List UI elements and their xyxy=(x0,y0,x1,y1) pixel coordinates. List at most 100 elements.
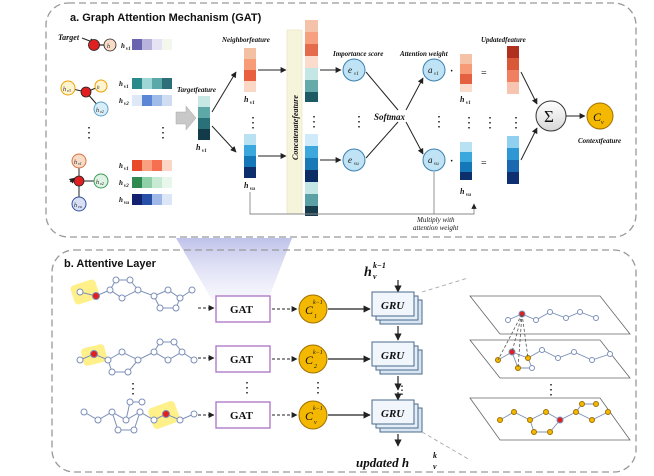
plane-middle xyxy=(469,339,631,379)
svg-text:h: h xyxy=(119,162,123,170)
c1-node xyxy=(298,294,328,324)
svg-text:k−1: k−1 xyxy=(313,350,323,356)
gat-box-2 xyxy=(215,345,271,373)
dots-gat: ⋮ xyxy=(240,381,254,396)
svg-text:h: h xyxy=(244,181,249,190)
svg-text:h: h xyxy=(74,160,77,166)
svg-text:v2: v2 xyxy=(124,102,129,107)
dots-concat: ⋮ xyxy=(307,115,321,130)
svg-text:C: C xyxy=(305,353,314,367)
svg-text:vu: vu xyxy=(434,162,439,167)
updated-vector-u xyxy=(507,136,519,184)
panel-a-frame xyxy=(45,2,637,238)
svg-text:v3: v3 xyxy=(67,88,71,93)
gat-label-2: GAT xyxy=(230,354,254,366)
panel-a-title: a. Graph Attention Mechanism (GAT) xyxy=(70,12,262,24)
dots-eq: ⋮ xyxy=(483,116,497,131)
e-vu-node xyxy=(342,148,366,172)
svg-text:h: h xyxy=(74,203,77,209)
target-feature-vector xyxy=(198,96,210,140)
svg-text:k: k xyxy=(433,451,437,460)
svg-text:·: · xyxy=(450,156,453,167)
gat-box-3 xyxy=(215,401,271,429)
hv1-label-top: h xyxy=(121,42,125,50)
dots-e: ⋮ xyxy=(352,115,366,130)
svg-text:h: h xyxy=(119,196,123,204)
svg-text:a: a xyxy=(428,155,433,165)
svg-text:v1: v1 xyxy=(126,47,131,52)
svg-text:h: h xyxy=(96,108,99,114)
multiply-line2: attention weight xyxy=(413,224,459,232)
svg-text:vu: vu xyxy=(466,193,471,198)
dots-a: ⋮ xyxy=(432,115,446,130)
feature-strip-top xyxy=(132,39,172,50)
svg-text:v1: v1 xyxy=(78,161,82,166)
svg-text:v2: v2 xyxy=(100,109,104,114)
svg-text:h: h xyxy=(107,44,110,50)
gru-stack-1: GRU xyxy=(371,291,423,325)
svg-text:=: = xyxy=(481,158,487,169)
gat-box-1 xyxy=(215,295,271,323)
dots-neighbor: ⋮ xyxy=(246,116,260,131)
concat-vector-1 xyxy=(305,20,318,102)
dots-h: ⋮ xyxy=(462,116,476,131)
svg-text:v1: v1 xyxy=(466,101,471,106)
target-node xyxy=(88,39,100,51)
svg-text:vu: vu xyxy=(78,204,82,209)
context-node xyxy=(586,102,614,130)
target-graph: Target h h v1 xyxy=(58,33,131,52)
dots-gru: ⋮ xyxy=(396,383,408,397)
svg-text:h: h xyxy=(460,187,465,196)
target-feature-label: Targetfeature xyxy=(177,86,216,94)
svg-text:v: v xyxy=(601,120,604,126)
importance-label: Importance score xyxy=(332,50,383,58)
svg-text:v1: v1 xyxy=(250,101,255,106)
gat-label-3: GAT xyxy=(230,410,254,422)
svg-text:vu: vu xyxy=(354,162,359,167)
svg-text:e: e xyxy=(348,155,352,165)
svg-text:v2: v2 xyxy=(124,184,129,189)
svg-text:h: h xyxy=(97,86,100,91)
context-feature-label: Contextfeature xyxy=(578,137,621,145)
svg-text:v1: v1 xyxy=(202,149,207,154)
dots-updated: ⋮ xyxy=(509,116,523,131)
gru-label-3: GRU xyxy=(381,408,405,420)
multiply-loop xyxy=(249,192,477,215)
neighbor-feature-label: Neighborfeature xyxy=(221,36,270,44)
svg-text:v: v xyxy=(314,420,317,426)
molecule-row-2 xyxy=(76,338,198,376)
gru-label-1: GRU xyxy=(381,300,405,312)
plane-top xyxy=(469,295,631,335)
svg-text:=: = xyxy=(481,68,487,79)
e-v1-node xyxy=(342,58,366,82)
gru-stack-3: GRU xyxy=(371,399,423,433)
svg-text:h: h xyxy=(96,180,99,186)
svg-text:e: e xyxy=(348,65,352,75)
neighbor-vector-1 xyxy=(244,48,256,92)
gru-label-2: GRU xyxy=(381,350,405,362)
svg-text:a: a xyxy=(428,65,433,75)
svg-text:h: h xyxy=(63,87,66,93)
svg-text:·: · xyxy=(450,66,453,77)
attention-label: Attention weight xyxy=(399,50,449,58)
svg-text:h: h xyxy=(119,97,123,105)
concat-vector-u xyxy=(305,134,318,216)
sum-symbol: Σ xyxy=(544,107,554,126)
molecule-row-3 xyxy=(80,398,198,434)
molecule-row-1 xyxy=(70,276,196,312)
gru-stack-2: GRU xyxy=(371,341,423,375)
gat-label-1: GAT xyxy=(230,304,254,316)
updated-feature-label: Updatedfeature xyxy=(481,36,526,44)
panel-b-frame xyxy=(51,249,637,473)
target-label: Target xyxy=(58,33,80,42)
output-label: updated h xyxy=(356,455,409,470)
multiply-line1: Multiply with xyxy=(416,216,455,224)
svg-text:C: C xyxy=(593,110,602,124)
grey-arrow xyxy=(175,105,197,131)
dots-planes: ⋮ xyxy=(544,383,558,398)
plane-bottom xyxy=(469,397,631,441)
c2-node xyxy=(298,344,328,374)
